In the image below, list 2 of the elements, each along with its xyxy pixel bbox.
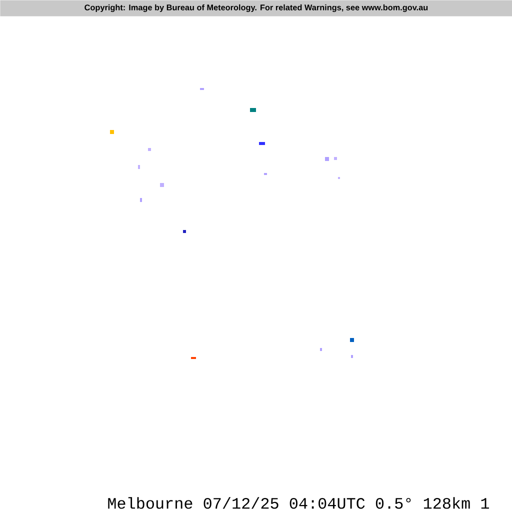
radar-info-text: Melbourne 07/12/25 04:04UTC 0.5° 128km 1 <box>108 497 489 509</box>
copyright-banner: Copyright: Image by Bureau of Meteorology. For related Warnings, see www.bom.gov.au <box>0 0 512 16</box>
